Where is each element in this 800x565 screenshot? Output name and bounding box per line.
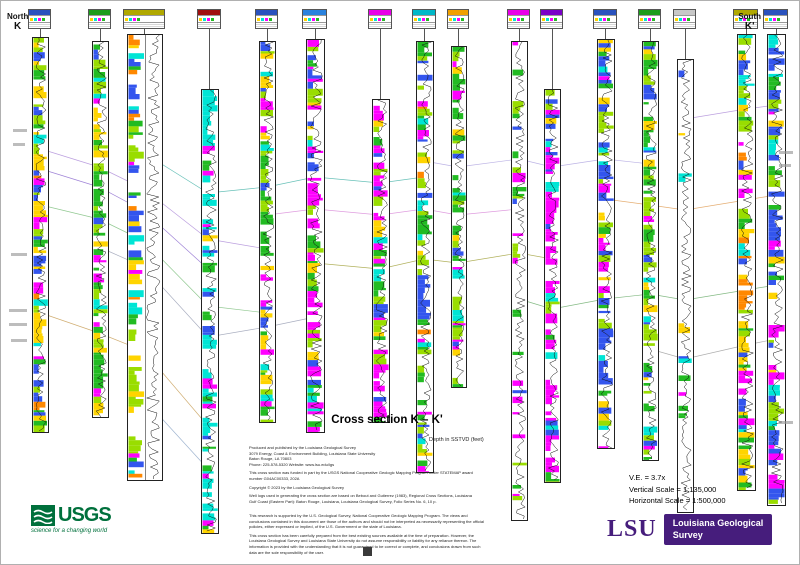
well-connector [209, 29, 210, 89]
well-log-header [255, 9, 278, 29]
well-log-track [259, 41, 276, 423]
registration-mark [363, 547, 372, 556]
north-word: North [7, 12, 29, 21]
well-log-header [302, 9, 327, 29]
well-log-header [368, 9, 392, 29]
well-log-track [511, 41, 528, 521]
depth-units-note: Depth in SSTVD (feet) [429, 437, 484, 443]
well-connector [266, 29, 268, 41]
illegible-margin-label [779, 421, 793, 424]
well-connector [314, 29, 316, 39]
well-log-header [412, 9, 436, 29]
well-log-track [597, 39, 615, 449]
well-log-track [372, 99, 390, 423]
well-log-track [544, 89, 561, 483]
well-connector [551, 29, 553, 89]
well-log-header [507, 9, 530, 29]
well-connector [99, 29, 101, 41]
south-word: South [738, 12, 761, 21]
usgs-logo-row: USGS [31, 504, 112, 527]
usgs-logo: USGS science for a changing world [31, 504, 112, 534]
copyright-text: Copyright © 2023 by the Louisiana Geolog… [249, 484, 345, 490]
publication-credits-block: Produced and published by the Louisiana … [249, 445, 477, 507]
illegible-margin-label [11, 339, 27, 342]
well-log-track [32, 37, 49, 433]
illegible-margin-label [779, 164, 791, 167]
lsu-wordmark: LSU [607, 516, 657, 543]
well-log-header [88, 9, 111, 29]
vertical-exaggeration: V.E. = 3.7x [629, 473, 666, 482]
research-support-text: This research is supported by the U.S. G… [249, 513, 484, 530]
well-log-header [540, 9, 563, 29]
lgs-name-box: Louisiana Geological Survey [663, 514, 773, 546]
liability-disclaimer-text: This cross section has been carefully pr… [249, 532, 481, 555]
well-log-header [638, 9, 661, 29]
well-connector [745, 29, 747, 34]
well-log-header [673, 9, 696, 29]
illegible-margin-label [11, 253, 27, 256]
well-log-track [306, 39, 325, 433]
well-log-header [123, 9, 165, 29]
well-logs-source-text: Well logs used in generating the cross s… [249, 493, 472, 504]
south-k-label: K' [744, 21, 755, 33]
well-log-track [416, 41, 434, 473]
usgs-wave-icon [31, 505, 55, 526]
well-log-header [28, 9, 51, 29]
well-connector [775, 29, 777, 34]
lsu-lgs-logo: LSU Louisiana Geological Survey [607, 514, 773, 546]
well-log-track [767, 34, 786, 506]
south-end-label: South K' [738, 12, 761, 33]
well-connector [649, 29, 651, 41]
well-log-track [92, 41, 109, 418]
well-connector [380, 29, 381, 99]
well-log-track [127, 34, 163, 481]
section-title: Cross section K – K' [331, 414, 443, 426]
well-connector [458, 29, 459, 46]
usgs-wordmark: USGS [58, 504, 112, 526]
well-log-track [642, 41, 659, 461]
well-log-track [451, 46, 467, 388]
well-log-header [447, 9, 469, 29]
horizontal-scale: Horizontal Scale = 1:500,000 [629, 496, 726, 506]
well-log-header [763, 9, 788, 29]
well-log-track [201, 89, 219, 534]
well-connector [518, 29, 520, 41]
illegible-margin-label [13, 143, 25, 146]
illegible-margin-label [779, 151, 793, 154]
well-connector [39, 29, 41, 37]
well-connector [605, 29, 606, 39]
produced-by-text: Produced and published by the Louisiana … [249, 445, 376, 467]
illegible-margin-label [9, 309, 27, 312]
usgs-tagline: science for a changing world [31, 528, 108, 534]
well-connector [424, 29, 425, 41]
well-connector [144, 29, 145, 34]
well-log-header [733, 9, 758, 29]
disclaimer-block: This research is supported by the U.S. G… [249, 513, 489, 558]
north-end-label: North K [7, 12, 28, 33]
illegible-margin-label [9, 323, 27, 326]
funding-text: This cross section was funded in part by… [249, 470, 473, 481]
well-log-track [677, 59, 694, 513]
illegible-margin-label [13, 129, 27, 132]
north-k-label: K [14, 21, 22, 33]
well-log-header [197, 9, 221, 29]
vertical-scale: Vertical Scale = 1:135,000 [629, 484, 717, 494]
well-log-header [593, 9, 617, 29]
well-connector [684, 29, 686, 59]
well-log-track [737, 34, 756, 491]
scale-info: V.E. = 3.7x Vertical Scale = 1:135,000 H… [629, 472, 726, 507]
